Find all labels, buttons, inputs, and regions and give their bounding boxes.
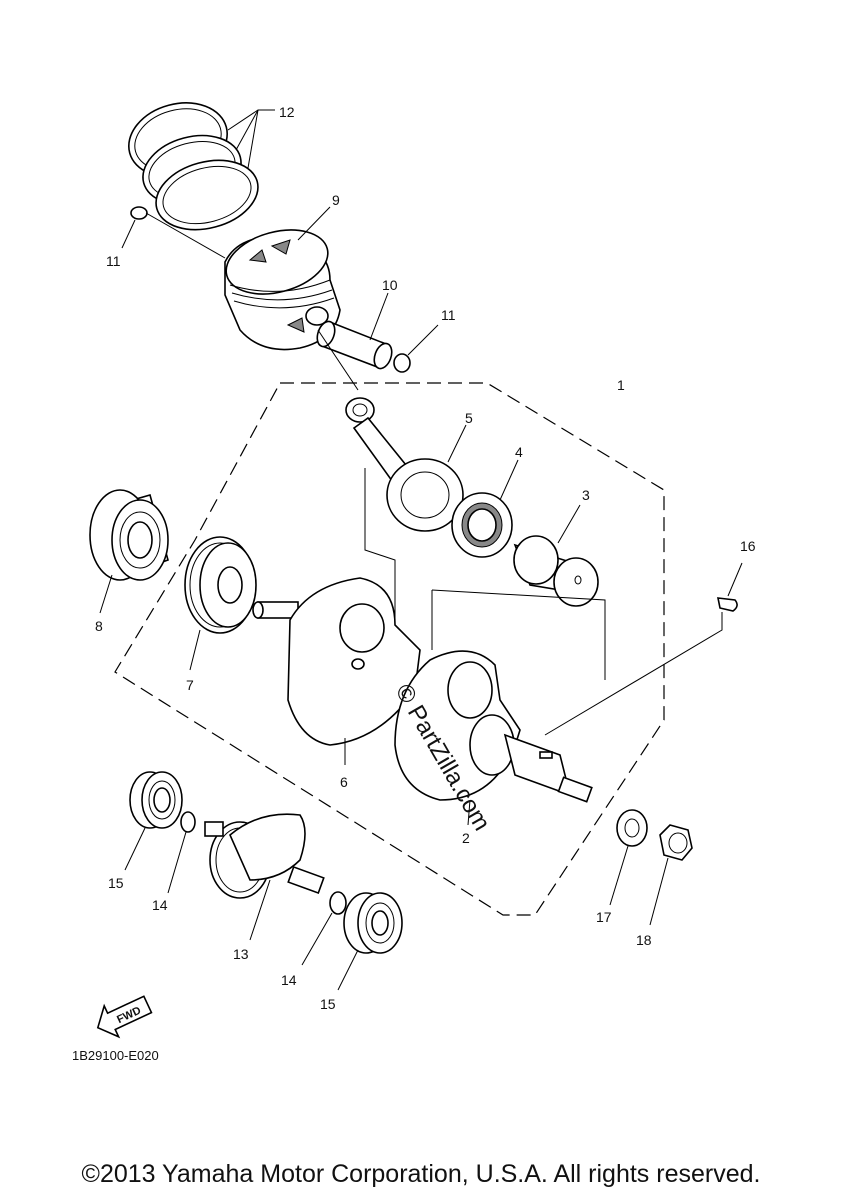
connecting-rod[interactable]: [345, 397, 464, 532]
balancer-bearing-right[interactable]: [343, 892, 403, 954]
piston-pin[interactable]: [314, 319, 395, 371]
callout-15: 15: [108, 875, 124, 891]
piston-pin-clip-right[interactable]: [393, 353, 411, 373]
crankshaft-right[interactable]: [394, 650, 593, 803]
copyright-footer: ©2013 Yamaha Motor Corporation, U.S.A. A…: [81, 1160, 761, 1188]
crankshaft-left[interactable]: [252, 577, 421, 746]
callout-10: 10: [382, 277, 398, 293]
callout-14: 14: [281, 972, 297, 988]
piston-pin-clip-left[interactable]: [130, 206, 148, 220]
forward-arrow-icon: FWD: [96, 995, 153, 1039]
balancer-shaft[interactable]: [204, 813, 325, 899]
leader-9: [297, 206, 331, 241]
callout-11: 11: [441, 307, 456, 323]
o-ring-upper[interactable]: [180, 811, 196, 833]
piston-rings[interactable]: [120, 92, 265, 240]
callout-4: 4: [515, 444, 523, 460]
callout-15: 15: [320, 996, 336, 1012]
big-end-bearing[interactable]: [451, 492, 513, 558]
callout-13: 13: [233, 946, 249, 962]
balancer-bearing-left[interactable]: [129, 771, 183, 829]
nut[interactable]: [659, 824, 693, 861]
leader-12: [227, 109, 275, 131]
callout-17: 17: [596, 909, 612, 925]
callout-12: 12: [279, 104, 295, 120]
callout-1: 1: [617, 377, 625, 393]
callout-14: 14: [152, 897, 168, 913]
crank-gear[interactable]: [184, 536, 257, 634]
callout-7: 7: [186, 677, 194, 693]
diagram-code: 1B29100-E020: [72, 1048, 159, 1063]
callout-11: 11: [106, 253, 121, 269]
washer[interactable]: [616, 809, 648, 847]
crankshaft-assembly-boundary: [114, 382, 665, 916]
callout-9: 9: [332, 192, 340, 208]
callout-3: 3: [582, 487, 590, 503]
crankshaft-bearing-left[interactable]: [89, 489, 169, 581]
callout-5: 5: [465, 410, 473, 426]
callout-6: 6: [340, 774, 348, 790]
o-ring-lower[interactable]: [329, 891, 347, 915]
callout-8: 8: [95, 618, 103, 634]
piston[interactable]: [219, 220, 341, 351]
woodruff-key[interactable]: [716, 597, 738, 612]
crank-pin[interactable]: [513, 535, 599, 607]
callout-18: 18: [636, 932, 652, 948]
callout-16: 16: [740, 538, 756, 554]
callout-2: 2: [462, 830, 470, 846]
